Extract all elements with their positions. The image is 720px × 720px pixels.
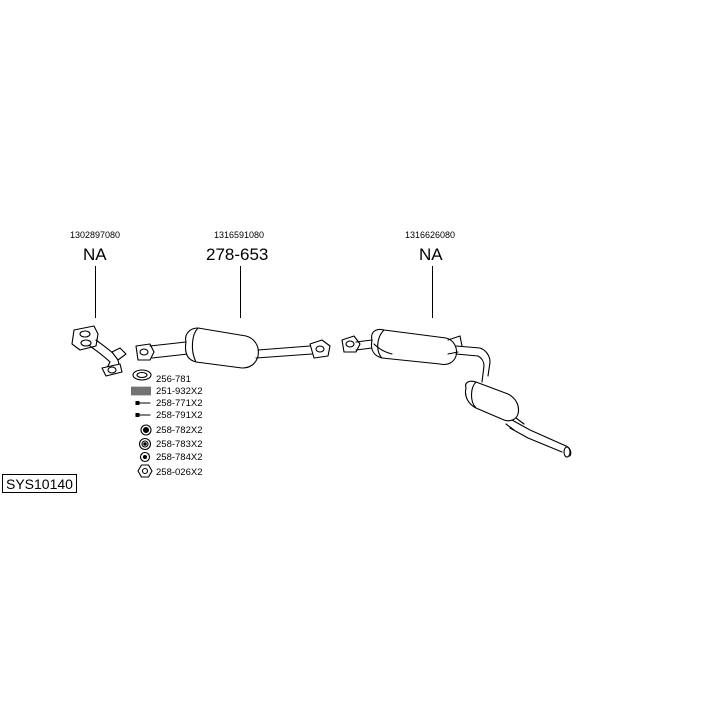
accessory-label[interactable]: 258-783X2	[156, 439, 203, 450]
oem-number-front-pipe: 1302897080	[70, 230, 121, 240]
part-code-middle-silencer[interactable]: 278-653	[206, 245, 269, 264]
accessory-label[interactable]: 258-791X2	[156, 410, 203, 421]
hex-nut-icon	[137, 464, 153, 478]
accessory-label[interactable]: 258-782X2	[156, 425, 203, 436]
leader-line	[95, 266, 96, 318]
rubber-mount-icon	[140, 424, 152, 436]
accessory-label[interactable]: 251-932X2	[156, 386, 203, 397]
middle-silencer-part	[135, 327, 331, 369]
front-pipe-part	[71, 325, 127, 377]
system-id-label: SYS10140	[2, 474, 77, 493]
bolt-icon	[135, 400, 151, 406]
part-code-front-pipe[interactable]: NA	[83, 245, 107, 264]
oem-number-rear-silencer: 1316626080	[405, 230, 456, 240]
leader-line	[240, 266, 241, 318]
leader-line	[432, 266, 433, 318]
part-code-rear-silencer[interactable]: NA	[419, 245, 443, 264]
rear-silencer-part	[341, 328, 572, 458]
oem-number-middle-silencer: 1316591080	[214, 230, 265, 240]
bolt-icon	[135, 412, 151, 418]
accessory-label[interactable]: 258-026X2	[156, 467, 203, 478]
spring-icon	[131, 386, 151, 396]
accessory-label[interactable]: 258-771X2	[156, 398, 203, 409]
gasket-ring-icon	[132, 369, 152, 381]
rubber-mount-icon	[138, 437, 152, 451]
accessory-label[interactable]: 258-784X2	[156, 452, 203, 463]
washer-icon	[139, 451, 151, 463]
accessory-label[interactable]: 256-781	[156, 374, 191, 385]
